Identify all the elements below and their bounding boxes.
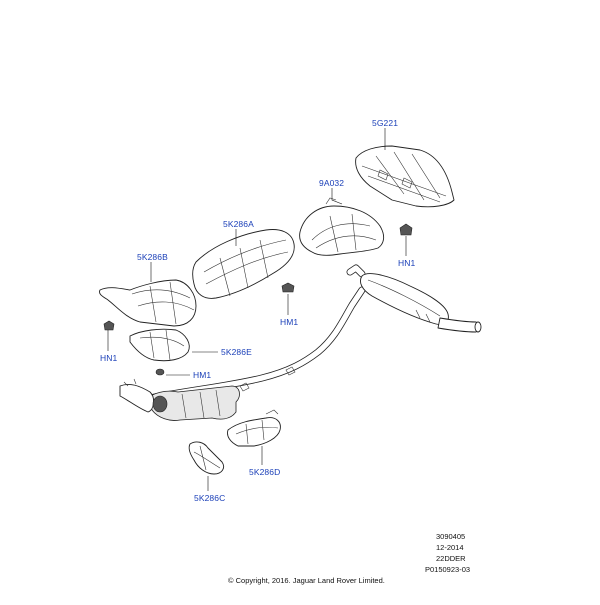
footer-model: 22DDER (436, 554, 466, 563)
heat-shield-5K286D (227, 409, 281, 447)
rear-silencer (360, 273, 482, 333)
callout-hn1-left[interactable]: HN1 (100, 353, 118, 363)
catalytic-converter (119, 378, 240, 421)
fastener-hm1-low (155, 368, 165, 376)
callout-5G221[interactable]: 5G221 (372, 118, 399, 128)
fastener-hm1-mid (281, 282, 295, 293)
callout-5K286A[interactable]: 5K286A (223, 219, 254, 229)
copyright-notice: © Copyright, 2016. Jaguar Land Rover Lim… (228, 576, 385, 585)
footer-part-ref: P0150923-03 (425, 565, 471, 574)
heat-shield-9A032 (299, 197, 385, 256)
fastener-hn1-right (399, 223, 413, 236)
callout-hm1-mid[interactable]: HM1 (280, 317, 299, 327)
callout-9A032[interactable]: 9A032 (319, 178, 345, 188)
fastener-hn1-left (103, 320, 115, 331)
heat-shield-5K286E (129, 328, 190, 362)
callout-hm1-low[interactable]: HM1 (193, 370, 212, 380)
footer-code: 3090405 (436, 532, 466, 541)
heat-shield-5K286B (99, 279, 197, 327)
callout-5K286B[interactable]: 5K286B (137, 252, 168, 262)
heat-shield-5K286C (188, 441, 225, 475)
callout-hn1-right[interactable]: HN1 (398, 258, 416, 268)
heat-shield-5K286A (192, 229, 295, 299)
leader-lines (107, 128, 407, 491)
callout-5K286C[interactable]: 5K286C (194, 493, 226, 503)
footer-date: 12-2014 (436, 543, 464, 552)
callout-5K286D[interactable]: 5K286D (249, 467, 281, 477)
callout-5K286E[interactable]: 5K286E (221, 347, 252, 357)
heat-shield-5G221 (355, 145, 455, 208)
